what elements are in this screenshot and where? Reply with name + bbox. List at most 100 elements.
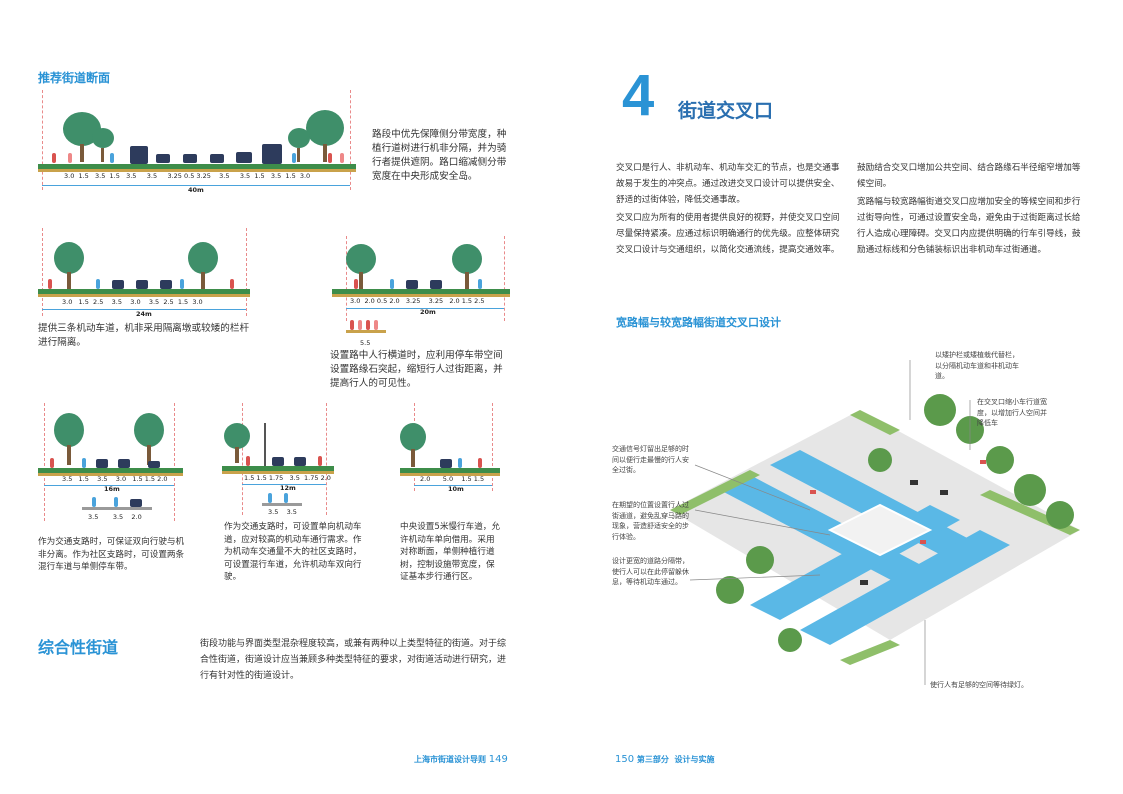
left-footer: 上海市街道设计导则 149	[414, 754, 508, 765]
pedestrian-icon	[340, 153, 344, 163]
street-section-diagram-16m: 3.5 1.5 3.5 3.0 1.5 1.5 2.0 16m 3.5 3.5 …	[38, 403, 188, 525]
cyclist-icon	[284, 493, 288, 503]
tree-icon	[92, 128, 114, 162]
total-width: 10m	[448, 485, 464, 493]
diagram1-caption: 路段中优先保障侧分带宽度，种植行道树进行机非分隔，并为骑行者提供遮阴。路口缩减侧…	[372, 129, 507, 182]
total-width: 24m	[136, 310, 152, 318]
street-section-diagram-12m: 1.5 1.5 1.75 3.5 1.75 2.0 12m 3.5 3.5	[222, 403, 334, 521]
intro-col1-p1: 交叉口是行人、非机动车、机动车交汇的节点，也是交通事故易于发生的冲突点。通过改进…	[616, 163, 840, 205]
intro-col2-p1: 鼓励结合交叉口增加公共空间、结合路缘石半径缩窄增加等候空间。	[857, 163, 1081, 189]
pedestrian-icon	[350, 320, 354, 330]
cyclist-icon	[92, 497, 96, 507]
cyclist-icon	[96, 279, 100, 289]
pedestrian-icon	[318, 456, 322, 466]
car-icon	[130, 499, 142, 507]
tree-icon	[224, 423, 250, 463]
callout-barrier: 以矮护栏或矮植栽代替栏，以分隔机动车道和非机动车道。	[935, 351, 1019, 380]
total-width: 20m	[420, 308, 436, 316]
cyclist-icon	[478, 279, 482, 289]
diagram4-caption: 作为交通支路时，可保证双向行驶与机非分离。作为社区支路时，可设置两条混行车道与单…	[38, 537, 185, 572]
tree-icon	[63, 112, 101, 162]
pedestrian-icon	[68, 153, 72, 163]
cyclist-icon	[458, 458, 462, 468]
street-section-diagram-20m: 3.0 2.0 0.5 2.0 3.25 3.25 2.0 1.5 2.5 20…	[332, 236, 512, 351]
intersection-drawing	[670, 360, 1080, 685]
sub-dimensions: 3.5 3.5	[268, 508, 297, 516]
bus-icon	[130, 146, 148, 164]
tree-icon	[452, 244, 482, 290]
cyclist-icon	[268, 493, 272, 503]
total-width: 16m	[104, 485, 120, 493]
intro-col1-p2: 交叉口应为所有的使用者提供良好的视野，并使交叉口空间尽量保持紧凑。应通过标识明确…	[616, 213, 840, 255]
cyclist-icon	[292, 153, 296, 163]
pedestrian-icon	[48, 279, 52, 289]
car-icon	[406, 280, 418, 289]
cyclist-icon	[180, 279, 184, 289]
cyclist-icon	[110, 153, 114, 163]
car-icon	[156, 154, 170, 163]
car-icon	[294, 457, 306, 466]
diagram2-caption: 提供三条机动车道，机非采用隔离墩或较矮的栏杆进行隔离。	[38, 323, 250, 348]
street-section-diagram-10m: 2.0 5.0 1.5 1.5 10m	[400, 403, 500, 495]
car-icon	[112, 280, 124, 289]
pedestrian-icon	[328, 153, 332, 163]
dimension-labels: 3.0 1.5 2.5 3.5 3.0 3.5 2.5 1.5 3.0	[62, 298, 203, 306]
cyclist-icon	[114, 497, 118, 507]
tree-icon	[306, 110, 344, 162]
tree-icon	[54, 242, 84, 290]
sub-dimensions: 3.5 3.5 2.0	[88, 513, 142, 521]
car-icon	[440, 459, 452, 468]
diagram5-caption: 作为交通支路时，可设置单向机动车道，应对较高的机动车通行需求。作为机动车交通量不…	[224, 522, 362, 582]
pedestrian-icon	[50, 458, 54, 468]
callout-signal-timing: 交通信号灯留出足够的时间以便行走最慢的行人安全过街。	[612, 445, 689, 474]
sub-dimension: 5.5	[360, 339, 371, 347]
street-section-diagram-24m: 3.0 1.5 2.5 3.5 3.0 3.5 2.5 1.5 3.0 24m	[38, 228, 253, 323]
tree-icon	[54, 413, 84, 465]
truck-icon	[262, 144, 282, 164]
car-icon	[148, 461, 160, 468]
right-footer: 150 第三部分 设计与实施	[615, 754, 715, 765]
intersection-subtitle: 宽路幅与较宽路幅街道交叉口设计	[616, 316, 781, 329]
car-icon	[160, 280, 172, 289]
car-icon	[96, 459, 108, 468]
dimension-labels: 3.5 1.5 3.5 3.0 1.5 1.5 2.0	[62, 475, 168, 483]
tree-icon	[400, 423, 426, 467]
diagram3-caption: 设置路中人行横道时，应利用停车带空间设置路缘石突起，缩短行人过街距离，并提高行人…	[330, 350, 503, 389]
pedestrian-icon	[230, 279, 234, 289]
pedestrian-icon	[358, 320, 362, 330]
chapter-number: 4	[622, 63, 655, 128]
section-title: 推荐街道断面	[38, 71, 111, 85]
dimension-labels: 1.5 1.5 1.75 3.5 1.75 2.0	[244, 474, 331, 482]
tree-icon	[346, 244, 376, 290]
street-lamp-icon	[264, 423, 266, 467]
tree-icon	[288, 128, 310, 162]
intro-col2-p2: 宽路幅与较宽路幅街道交叉口应增加安全的等候空间和步行过街导向性，可通过设置安全岛…	[857, 197, 1081, 255]
total-width: 40m	[188, 186, 204, 194]
dimension-labels: 2.0 5.0 1.5 1.5	[420, 475, 485, 483]
car-icon	[210, 154, 224, 163]
cyclist-icon	[82, 458, 86, 468]
callout-lane-narrowing: 在交叉口缩小车行道宽度，以增加行人空间并降低车	[977, 398, 1047, 427]
pedestrian-icon	[366, 320, 370, 330]
dimension-labels: 3.0 2.0 0.5 2.0 3.25 3.25 2.0 1.5 2.5	[350, 297, 485, 305]
pedestrian-icon	[52, 153, 56, 163]
pedestrian-icon	[478, 458, 482, 468]
total-width: 12m	[280, 484, 296, 492]
street-section-diagram-40m: 3.0 1.5 3.5 1.5 3.5 3.5 3.25 0.5 3.25 3.…	[38, 90, 358, 200]
mixed-street-text: 街段功能与界面类型混杂程度较高，或兼有两种以上类型特征的街道。对于综合性街道，街…	[200, 639, 507, 681]
tree-icon	[134, 413, 164, 465]
car-icon	[236, 152, 252, 163]
car-icon	[272, 457, 284, 466]
intersection-illustration	[610, 340, 1090, 720]
tree-icon	[188, 242, 218, 290]
callout-waiting-space: 使行人有足够的空间等待绿灯。	[930, 681, 1028, 689]
cyclist-icon	[390, 279, 394, 289]
car-icon	[118, 459, 130, 468]
pedestrian-icon	[374, 320, 378, 330]
mixed-street-title: 综合性街道	[38, 638, 119, 657]
callout-median: 设计更宽的道路分隔带，使行人可以在此停留躲休息，等待机动车通过。	[612, 557, 689, 586]
car-icon	[430, 280, 442, 289]
car-icon	[136, 280, 148, 289]
dimension-labels: 3.0 1.5 3.5 1.5 3.5 3.5 3.25 0.5 3.25 3.…	[64, 172, 311, 180]
car-icon	[183, 154, 197, 163]
